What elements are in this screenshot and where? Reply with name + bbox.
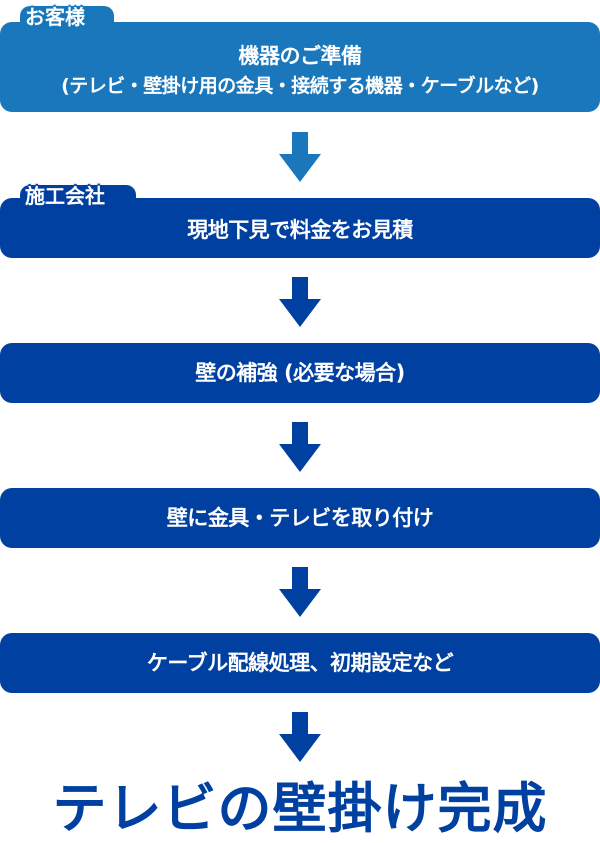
step-mount-bracket-tv: 壁に金具・テレビを取り付け: [0, 488, 600, 548]
arrow-down-icon: [279, 277, 321, 327]
step-4-title: 壁に金具・テレビを取り付け: [166, 506, 434, 530]
step-5-title: ケーブル配線処理、初期設定など: [146, 651, 454, 675]
step-customer-prepare-equipment: 機器のご準備 (テレビ・壁掛け用の金具・接続する機器・ケーブルなど): [0, 22, 600, 112]
step-1-title: 機器のご準備: [238, 44, 363, 68]
actor-label-company: 施工会社: [25, 184, 105, 208]
actor-label-bg-company: [20, 185, 136, 211]
arrow-down-icon: [279, 422, 321, 472]
arrow-down-icon: [279, 567, 321, 617]
arrow-down-icon: [279, 132, 321, 182]
step-3-title: 壁の補強 (必要な場合): [195, 361, 405, 385]
step-1-subtitle: (テレビ・壁掛け用の金具・接続する機器・ケーブルなど): [61, 75, 539, 97]
arrow-down-icon: [279, 712, 321, 762]
result-title: テレビの壁掛け完成: [52, 777, 548, 840]
step-cable-routing-setup: ケーブル配線処理、初期設定など: [0, 633, 600, 693]
actor-label-customer: お客様: [25, 5, 85, 29]
step-wall-reinforcement: 壁の補強 (必要な場合): [0, 343, 600, 403]
actor-label-bg-customer: [20, 6, 114, 32]
step-2-title: 現地下見で料金をお見積: [187, 218, 413, 242]
